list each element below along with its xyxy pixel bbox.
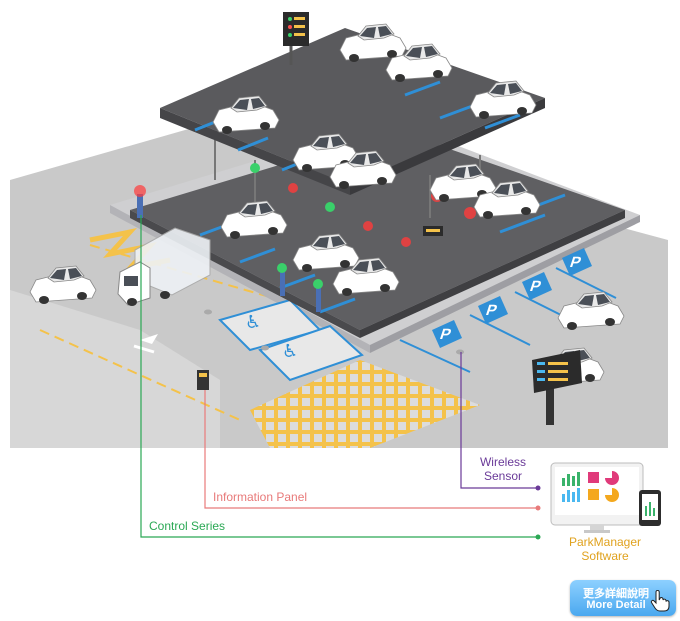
accessible-bays: ♿ ♿ — [218, 298, 364, 382]
parking-p-markings — [399, 248, 617, 373]
software-label-line1: ParkManager — [568, 535, 642, 549]
monitor-icon — [550, 462, 644, 533]
side-road — [10, 290, 220, 448]
svg-text:♿: ♿ — [282, 341, 298, 362]
wireless-sensor-dots — [204, 309, 464, 355]
entrance-sign — [532, 350, 582, 425]
more-detail-english: More Detail — [586, 599, 646, 611]
wireless-sensor-label: Wireless Sensor — [470, 455, 536, 483]
control-series-posts — [134, 185, 323, 312]
middle-deck — [130, 130, 625, 330]
software-label-line2: Software — [581, 549, 629, 563]
control-connector — [140, 215, 537, 538]
top-signboard — [283, 12, 309, 65]
more-detail-chinese: 更多詳細說明 — [583, 588, 649, 600]
wireless-sensor-label-line2: Sensor — [483, 469, 523, 483]
control-series-label: Control Series — [149, 519, 226, 533]
more-detail-button[interactable]: 更多詳細說明 More Detail — [570, 580, 676, 616]
phone-icon — [639, 490, 661, 526]
panel-connector — [204, 390, 537, 509]
yellow-grid-zone — [250, 360, 480, 448]
truck-icon — [117, 227, 211, 306]
svg-text:♿: ♿ — [245, 312, 261, 333]
sensor-connector — [460, 352, 537, 489]
wireless-sensor-label-line1: Wireless — [479, 455, 526, 469]
pointer-hand-icon — [650, 590, 670, 612]
information-panel-label: Information Panel — [213, 490, 308, 504]
software-label: ParkManager Software — [560, 535, 650, 563]
